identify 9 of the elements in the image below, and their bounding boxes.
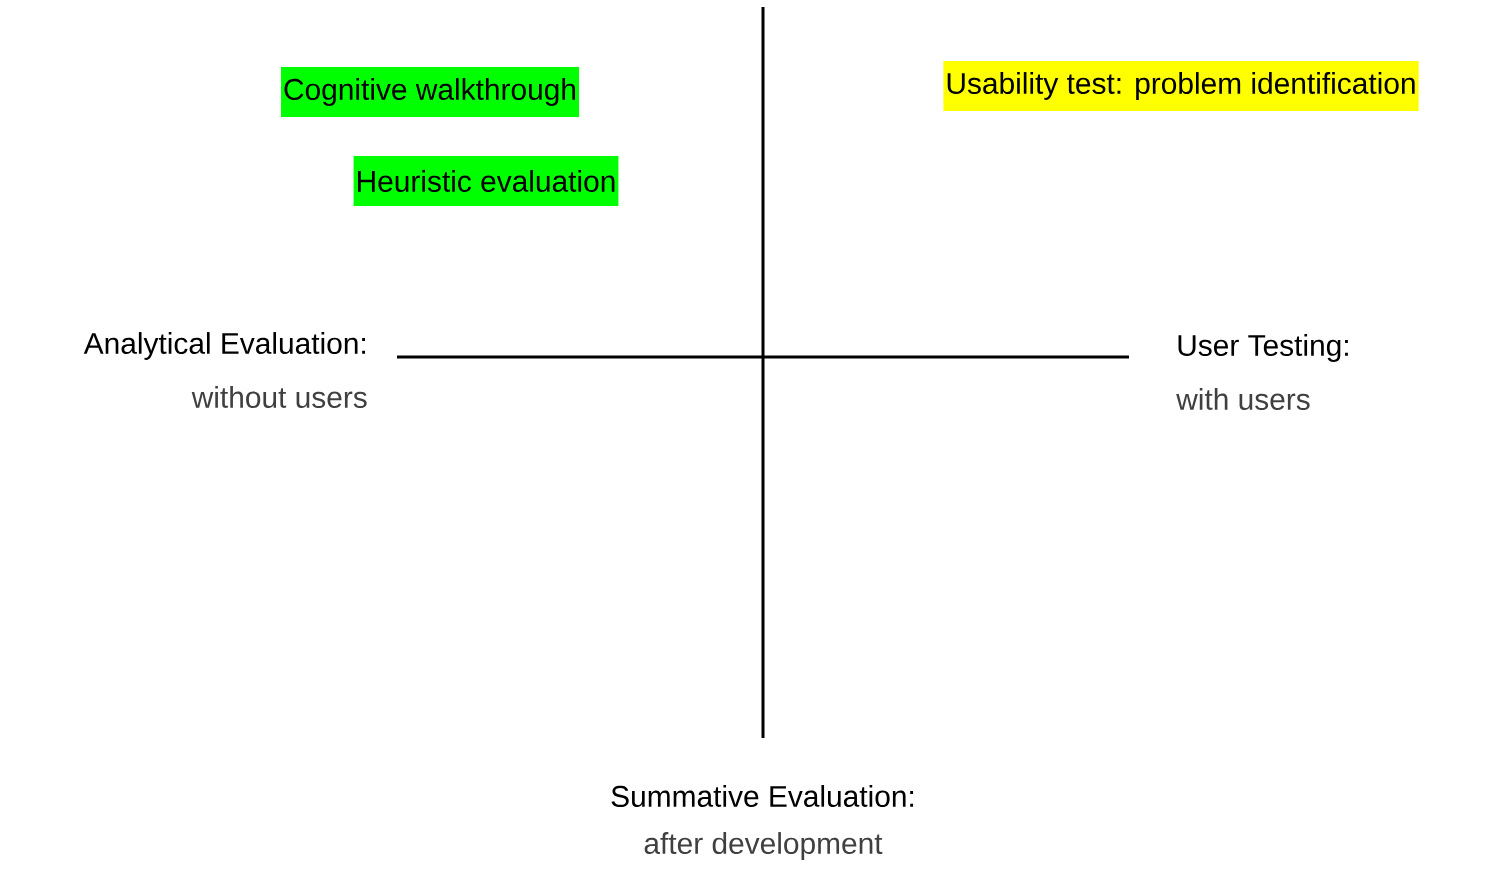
axis-label: with users <box>1176 388 1310 410</box>
axis-label: without users <box>191 386 367 408</box>
highlighted-label: Heuristic evaluation <box>353 156 619 206</box>
axis-label: Summative Evaluation: <box>611 785 914 807</box>
highlighted-label: Cognitive walkthrough <box>280 67 580 117</box>
axis-label: Analytical Evaluation: <box>83 332 365 360</box>
axis-label: User Testing: <box>1178 334 1348 362</box>
highlighted-label: Usability test: problem identification <box>943 61 1419 111</box>
axis-label: after development <box>644 832 883 860</box>
